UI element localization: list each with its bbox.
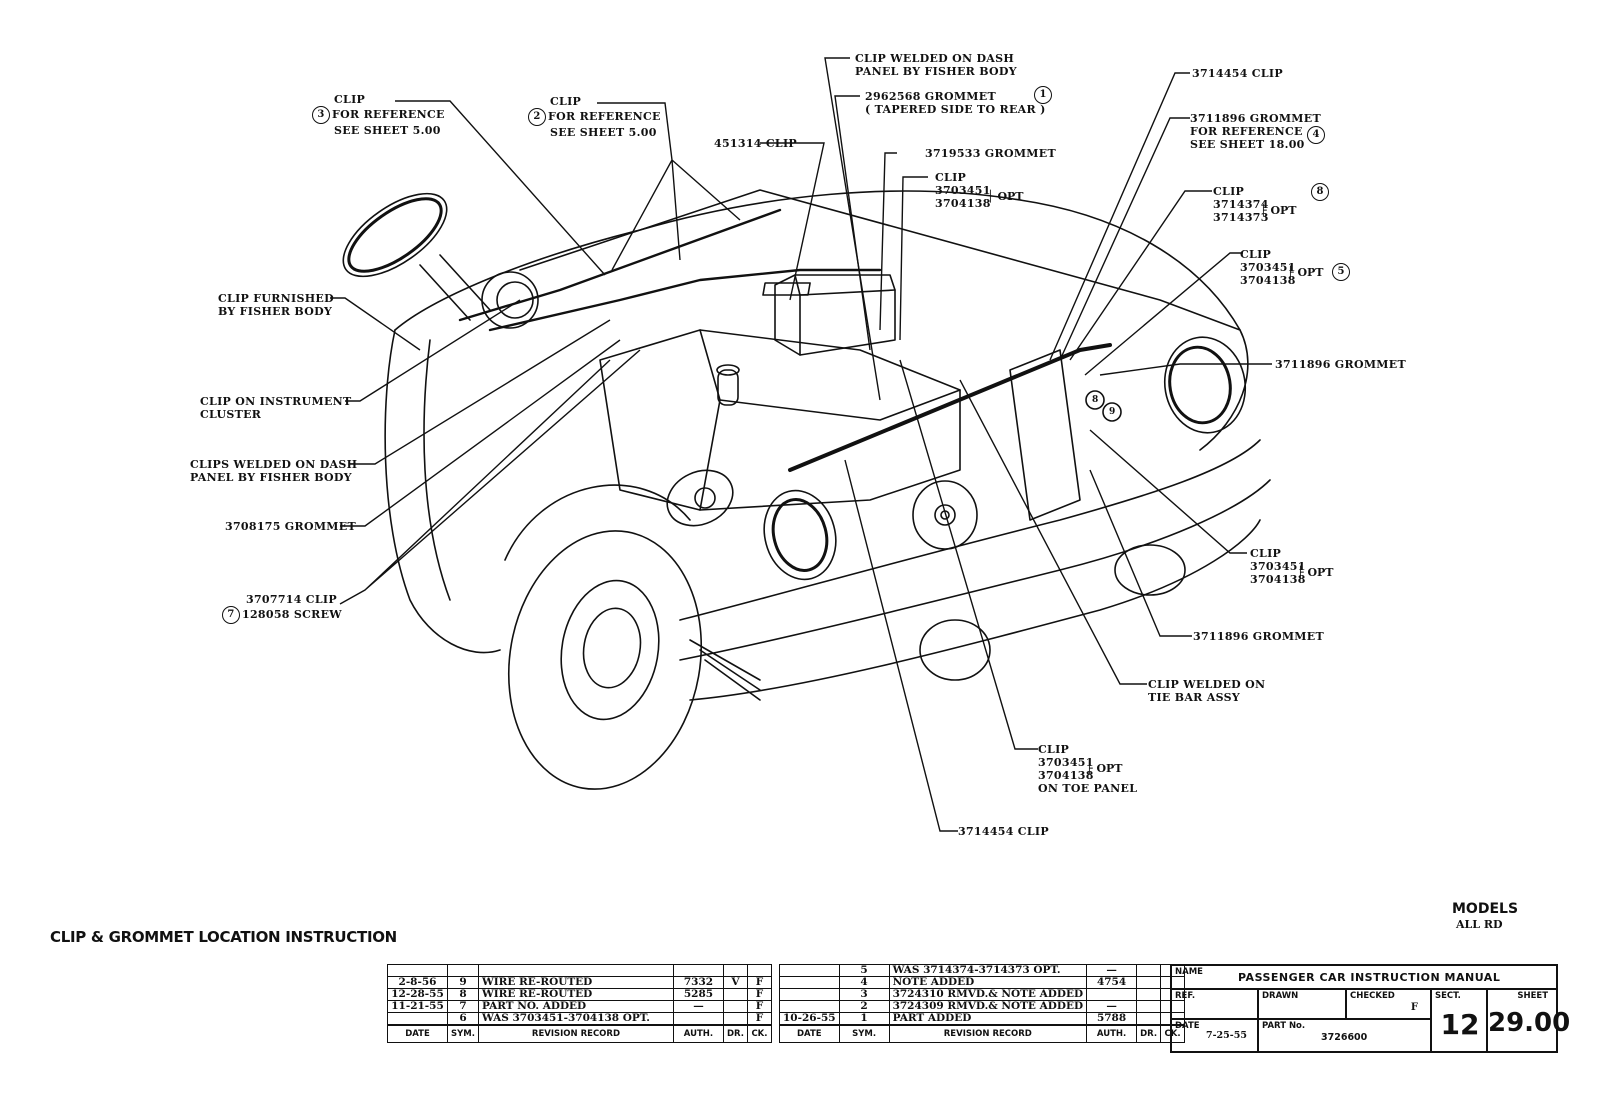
callout-grommet-3711896-lower: 3711896 GROMMET [1193,630,1324,643]
reference-circle-5: 5 [1332,263,1350,281]
distributor [717,369,739,406]
callout-clip-opt-5: CLIP 3703451 3704138 [1240,248,1296,287]
instrument-cluster [481,271,539,329]
callout-grommet-2962568: 2962568 GROMMET ( TAPERED SIDE TO REAR ) [865,90,1046,116]
models-value: ALL RD [1456,918,1503,931]
revision-row: 12-28-55 8 WIRE RE-ROUTED 5285 F [387,988,772,1001]
models-label: MODELS [1452,901,1519,917]
bumper-guard [919,619,991,681]
callout-grommet-3711896-right: 3711896 GROMMET [1275,358,1406,371]
revision-header-row: DATE SYM. REVISION RECORD AUTH. DR. CK. [387,1024,772,1043]
drawing-title: CLIP & GROMMET LOCATION INSTRUCTION [50,928,397,946]
callout-clip-opt-top: CLIP 3703451 3704138 [935,171,991,210]
callout-clip-opt-8: CLIP 3714374 3714373 [1213,185,1269,224]
title-block-drawn: DRAWN [1258,989,1346,1019]
revision-row: 2-8-56 9 WIRE RE-ROUTED 7332 V F [387,976,772,989]
callout-clip-3714454-top: 3714454 CLIP [1192,67,1283,80]
marker-9: 9 [1109,407,1116,417]
generator [666,469,734,527]
revision-row: 6 WAS 3703451-3704138 OPT. F [387,1012,772,1026]
callout-clips-welded-dash: CLIPS WELDED ON DASH PANEL BY FISHER BOD… [190,458,358,484]
revision-table-right: 5 WAS 3714374-3714373 OPT. — 4 NOTE ADDE… [779,964,1186,1043]
callout-clip-instrument: CLIP ON INSTRUMENT CLUSTER [200,395,352,421]
revision-row: 5 WAS 3714374-3714373 OPT. — [779,964,1186,977]
title-block: NAME PASSENGER CAR INSTRUCTION MANUAL RE… [1170,964,1570,1053]
revision-row-blank [387,964,772,977]
left-fender-inner [423,339,451,601]
callout-clip-welded-dash: CLIP WELDED ON DASH PANEL BY FISHER BODY [855,52,1017,78]
opt-bracket-top: ├ OPT [987,190,1024,203]
dash-harness [458,208,882,332]
revision-row: 11-21-55 7 PART NO. ADDED — F [387,1000,772,1013]
engine-block [599,329,961,511]
battery [774,274,896,356]
reference-circle-4: 4 [1307,126,1325,144]
front-wheel [507,530,703,790]
left-headlamp [763,489,837,581]
horn [912,480,978,550]
opt-bracket-8: ├ OPT [1260,204,1297,217]
radiator-support [1009,349,1081,521]
callout-clip-tie-bar: CLIP WELDED ON TIE BAR ASSY [1148,678,1266,704]
callout-clip-3714454-bottom: 3714454 CLIP [958,825,1049,838]
revision-header-row: DATE SYM. REVISION RECORD AUTH. DR. CK. [779,1024,1186,1043]
right-headlamp [1163,336,1247,434]
callout-clip-451314: 451314 CLIP [714,137,797,150]
callout-clip-furnished: CLIP FURNISHED BY FISHER BODY [218,292,334,318]
callout-grommet-3719533: 3719533 GROMMET [925,147,1056,160]
steering-column [419,254,491,321]
callout-grommet-3711896-ref: 3711896 GROMMET FOR REFERENCE SEE SHEET … [1190,112,1321,151]
front-harness [788,343,1112,472]
fender-outline [394,190,1249,451]
front-bumper [679,439,1261,621]
left-fender [384,329,501,654]
callout-clip-toe-panel: CLIP 3703451 3704138 ON TOE PANEL [1038,743,1138,795]
callout-grommet-3708175: 3708175 GROMMET [225,520,356,533]
title-block-ref: REF. [1171,989,1258,1019]
revision-row: 10-26-55 1 PART ADDED 5788 [779,1012,1186,1026]
revision-row: 3 3724310 RMVD.& NOTE ADDED [779,988,1186,1001]
revision-row: 2 3724309 RMVD.& NOTE ADDED — [779,1000,1186,1013]
revision-table-left: 2-8-56 9 WIRE RE-ROUTED 7332 V F 12-28-5… [387,964,772,1043]
reference-circle-8: 8 [1311,183,1329,201]
opt-bracket-toe-panel: ├ OPT [1086,762,1123,775]
title-block-part-no: PART No. 3726600 [1258,1019,1431,1052]
title-block-sheet: SHEET 29.00 [1487,989,1570,1052]
revision-row: 4 NOTE ADDED 4754 [779,976,1186,989]
reference-circle-7: 7 [222,606,240,624]
cowl-line [519,189,1241,331]
callout-clip-opt-lower-right: CLIP 3703451 3704138 [1250,547,1306,586]
opt-bracket-lower-right: ├ OPT [1297,566,1334,579]
opt-bracket-5: ├ OPT [1287,266,1324,279]
title-block-section: SECT. 12 [1431,989,1487,1052]
reference-circle-1: 1 [1034,86,1052,104]
steering-wheel [342,192,448,278]
title-block-date: DATE 7-25-55 [1171,1019,1258,1052]
reference-circle-2: 2 [528,108,546,126]
title-block-name: NAME PASSENGER CAR INSTRUCTION MANUAL [1171,965,1557,989]
reference-circle-3: 3 [312,106,330,124]
marker-8: 8 [1092,395,1099,405]
title-block-checked: CHECKED F [1346,989,1431,1019]
